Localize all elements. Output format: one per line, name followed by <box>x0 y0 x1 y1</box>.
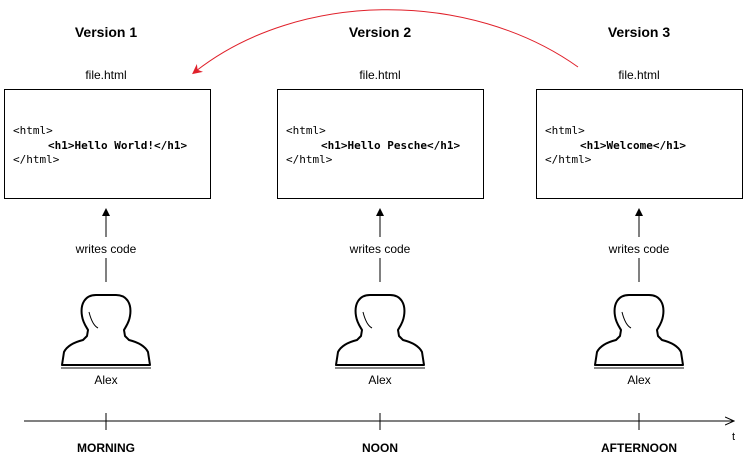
file-name-1: file.html <box>85 68 127 82</box>
time-label-1: MORNING <box>77 441 135 455</box>
column-version-1 <box>61 208 151 430</box>
action-label-2: writes code <box>347 242 413 256</box>
code-line-heading: <h1>Hello Pesche</h1> <box>321 138 461 152</box>
code-line-open: <html> <box>13 124 53 137</box>
author-label-2: Alex <box>368 373 392 387</box>
person-silhouette-icon <box>335 294 425 369</box>
timeline-axis-label: t <box>732 431 736 443</box>
column-version-2 <box>335 208 425 430</box>
code-line-heading: <h1>Hello World!</h1> <box>48 138 188 152</box>
file-name-3: file.html <box>618 68 660 82</box>
time-label-3: AFTERNOON <box>601 441 677 455</box>
person-silhouette-icon <box>594 294 684 369</box>
code-line-close: </html> <box>13 153 60 166</box>
code-snippet-3: <html> <h1>Welcome</h1> </html> <box>545 124 686 168</box>
code-line-close: </html> <box>545 153 592 166</box>
code-snippet-1: <html> <h1>Hello World!</h1> </html> <box>13 124 187 168</box>
code-line-heading: <h1>Welcome</h1> <box>580 138 686 152</box>
column-version-3 <box>594 208 684 430</box>
code-line-close: </html> <box>286 153 333 166</box>
version-title-3: Version 3 <box>607 24 671 40</box>
code-line-open: <html> <box>545 124 585 137</box>
code-box-2: <html> <h1>Hello Pesche</h1> </html> <box>277 89 484 199</box>
revert-arrow <box>192 9 579 75</box>
version-title-2: Version 2 <box>348 24 412 40</box>
action-label-1: writes code <box>73 242 139 256</box>
action-label-3: writes code <box>606 242 672 256</box>
code-box-3: <html> <h1>Welcome</h1> </html> <box>536 89 743 199</box>
author-label-3: Alex <box>627 373 651 387</box>
author-label-1: Alex <box>94 373 118 387</box>
person-silhouette-icon <box>61 294 151 369</box>
code-line-open: <html> <box>286 124 326 137</box>
time-label-2: NOON <box>362 441 398 455</box>
file-name-2: file.html <box>359 68 401 82</box>
code-box-1: <html> <h1>Hello World!</h1> </html> <box>4 89 211 199</box>
version-title-1: Version 1 <box>74 24 138 40</box>
code-snippet-2: <html> <h1>Hello Pesche</h1> </html> <box>286 124 460 168</box>
